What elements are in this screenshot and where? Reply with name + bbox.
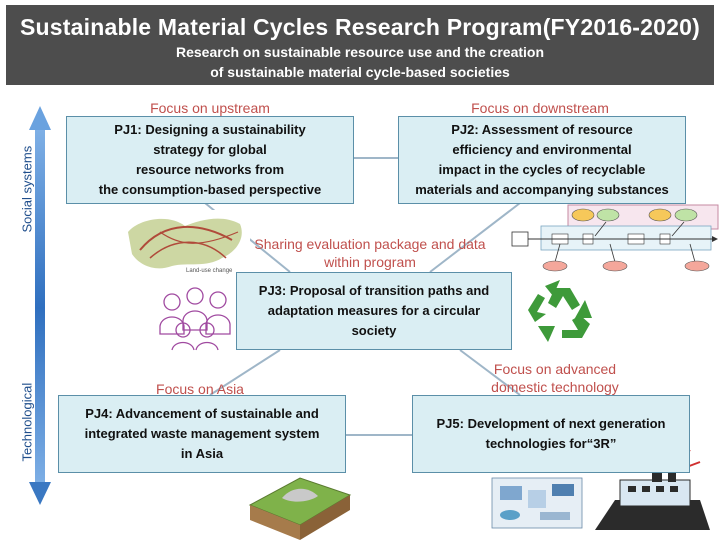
- sharing-label: Sharing evaluation package and data with…: [240, 235, 500, 271]
- sharing-line-1: Sharing evaluation package and data: [254, 236, 486, 252]
- pj2-line-1: PJ2: Assessment of resource: [451, 122, 633, 137]
- world-map-icon: Land-use change: [120, 210, 250, 278]
- pj4-line-2: integrated waste management system: [84, 426, 320, 441]
- focus-upstream-label: Focus on upstream: [150, 100, 270, 116]
- material-flow-icon: [511, 204, 719, 272]
- vertical-axis-arrow: [29, 106, 51, 505]
- project-box-pj5: PJ5: Development of next generation tech…: [412, 395, 690, 473]
- subtitle-line-1: Research on sustainable resource use and…: [175, 44, 545, 60]
- project-box-pj2: PJ2: Assessment of resource efficiency a…: [398, 116, 686, 204]
- pj2-line-4: materials and accompanying substances: [415, 182, 669, 197]
- project-box-pj3: PJ3: Proposal of transition paths and ad…: [236, 272, 512, 350]
- header-banner: Sustainable Material Cycles Research Pro…: [6, 5, 714, 85]
- svg-text:Land-use change: Land-use change: [186, 268, 233, 274]
- pj5-line-1: PJ5: Development of next generation: [436, 416, 666, 431]
- axis-label-social-systems: Social systems: [19, 145, 35, 233]
- pj1-line-1: PJ1: Designing a sustainability: [114, 122, 306, 137]
- subtitle-line-2: of sustainable material cycle-based soci…: [210, 64, 510, 80]
- axis-label-technological: Technological: [19, 382, 35, 462]
- pj2-line-2: efficiency and environmental: [452, 142, 632, 157]
- pj4-line-1: PJ4: Advancement of sustainable and: [85, 406, 319, 421]
- pj1-line-4: the consumption-based perspective: [98, 182, 322, 197]
- pj1-line-2: strategy for global: [153, 142, 267, 157]
- pj3-line-1: PJ3: Proposal of transition paths and: [258, 283, 490, 298]
- recycle-icon: [528, 280, 592, 342]
- technology-plant-icon: [491, 477, 583, 529]
- pj4-line-3: in Asia: [180, 446, 224, 461]
- pj2-line-3: impact in the cycles of recyclable: [438, 162, 646, 177]
- focus-advanced-line-1: Focus on advanced: [493, 361, 617, 377]
- focus-advanced-tech-label: Focus on advanced domestic technology: [460, 360, 650, 396]
- pj3-line-3: society: [351, 323, 397, 338]
- pj5-line-2: technologies for“3R”: [485, 436, 617, 451]
- focus-advanced-line-2: domestic technology: [491, 379, 619, 395]
- people-icon: [159, 287, 231, 351]
- pj1-line-3: resource networks from: [135, 162, 285, 177]
- page-title: Sustainable Material Cycles Research Pro…: [20, 14, 700, 40]
- landfill-icon: [248, 477, 352, 540]
- project-box-pj4: PJ4: Advancement of sustainable and inte…: [58, 395, 346, 473]
- factory-icon: [595, 443, 710, 530]
- sharing-line-2: within program: [324, 254, 416, 270]
- pj3-line-2: adaptation measures for a circular: [267, 303, 481, 318]
- focus-asia-label: Focus on Asia: [156, 381, 244, 397]
- focus-downstream-label: Focus on downstream: [471, 100, 609, 116]
- project-box-pj1: PJ1: Designing a sustainability strategy…: [66, 116, 354, 204]
